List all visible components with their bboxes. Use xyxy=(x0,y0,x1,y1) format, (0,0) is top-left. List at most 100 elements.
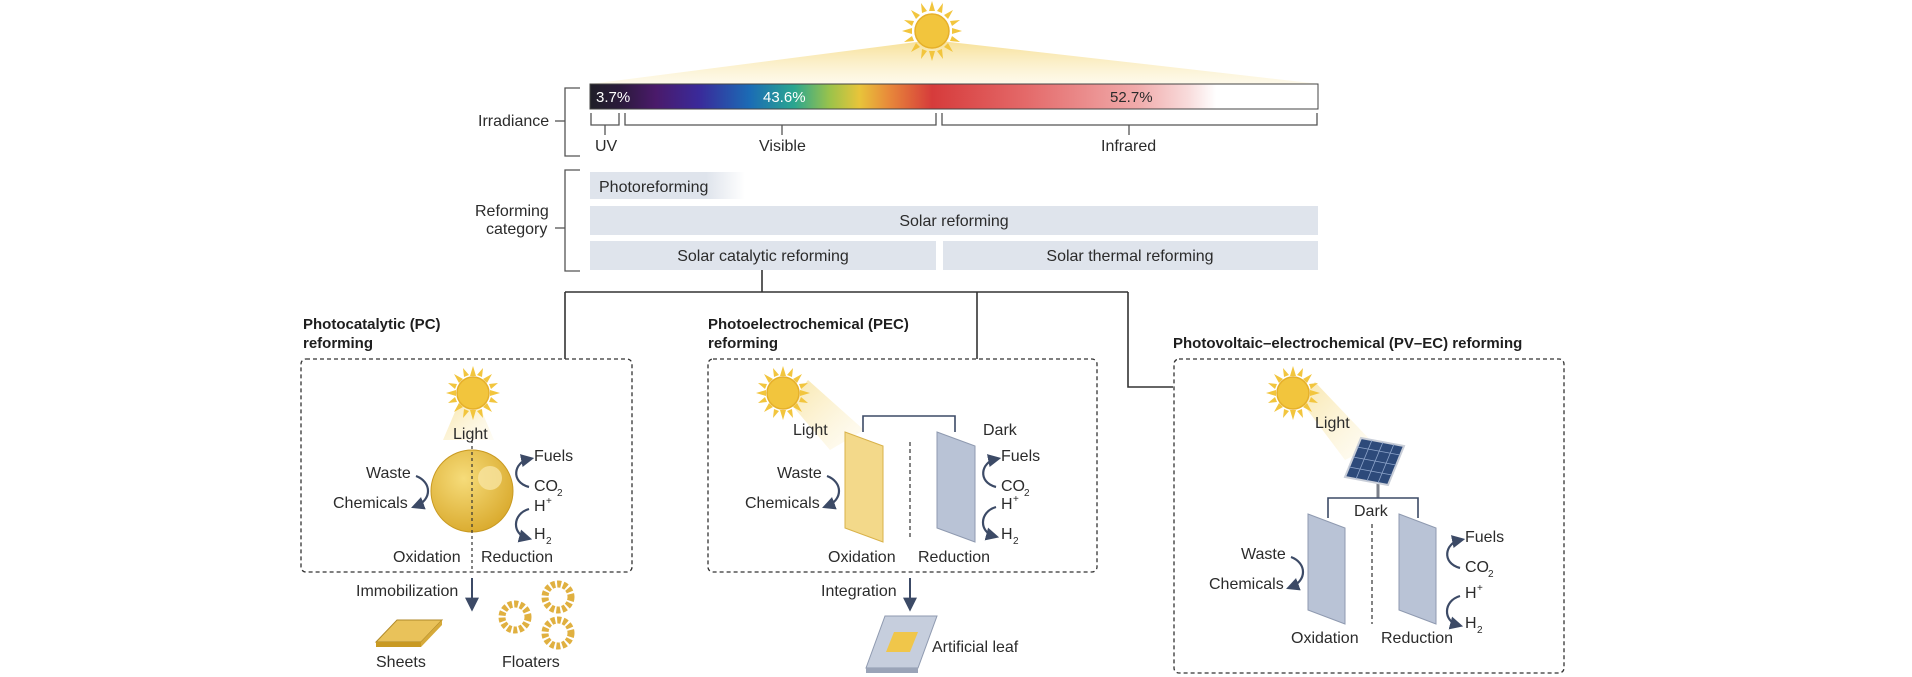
pec-sun-icon xyxy=(756,366,810,420)
pc-h2-sub: 2 xyxy=(546,536,552,547)
pc-h2-label: H xyxy=(534,526,546,543)
pc-co2-sub: 2 xyxy=(557,488,563,499)
pec-artificial-leaf-label: Artificial leaf xyxy=(932,639,1019,656)
pec-title-line1: Photoelectrochemical (PEC) xyxy=(708,316,909,333)
tree-connectors xyxy=(564,270,1173,388)
pc-box xyxy=(300,358,633,573)
pvec-oxidation-label: Oxidation xyxy=(1291,630,1359,647)
pec-wire xyxy=(862,415,956,432)
pvec-oxidation-arrow xyxy=(1286,555,1305,591)
pec-h2-label: H xyxy=(1001,526,1013,543)
pec-hplus-label: H xyxy=(1001,496,1013,513)
pc-h2-arrow xyxy=(514,507,533,543)
pec-h2-sub: 2 xyxy=(1013,536,1019,547)
pc-sheet-icon xyxy=(374,619,444,647)
pc-hplus-label: H xyxy=(534,498,546,515)
pvec-fuels-label: Fuels xyxy=(1465,529,1504,546)
visible-label: Visible xyxy=(759,138,806,155)
infrared-percent: 52.7% xyxy=(1110,89,1153,106)
pec-photoanode xyxy=(844,431,884,543)
pc-sheets-label: Sheets xyxy=(376,654,426,671)
pc-particle-highlight xyxy=(478,466,502,490)
pec-integration-label: Integration xyxy=(821,583,897,600)
solar-thermal-band xyxy=(943,241,1318,270)
pvec-reduction-label: Reduction xyxy=(1381,630,1453,647)
pec-fuels-label: Fuels xyxy=(1001,448,1040,465)
infrared-label: Infrared xyxy=(1101,138,1156,155)
pvec-hplus-label: H xyxy=(1465,585,1477,602)
pvec-wire xyxy=(1327,497,1419,518)
solar-catalytic-label: Solar catalytic reforming xyxy=(677,248,849,265)
pec-co2-arrow xyxy=(982,454,1002,489)
pec-artificial-leaf-icon xyxy=(865,615,938,673)
pvec-dark-label: Dark xyxy=(1354,503,1389,520)
pvec-light-cone xyxy=(1300,382,1375,460)
pc-immobilization-label: Immobilization xyxy=(356,583,458,600)
reforming-category-label-1: Reforming xyxy=(475,203,549,220)
pc-floaters-label: Floaters xyxy=(502,654,560,671)
uv-label: UV xyxy=(595,138,618,155)
pc-floaters-icon xyxy=(498,580,575,650)
pec-hplus-sup: + xyxy=(1013,494,1019,505)
pec-cathode xyxy=(936,431,976,543)
pc-fuels-label: Fuels xyxy=(534,448,573,465)
top-sun-beam xyxy=(590,40,1320,84)
uv-percent: 3.7% xyxy=(596,89,630,106)
pec-co2-label: CO xyxy=(1001,478,1025,495)
pc-title-line2: reforming xyxy=(303,335,373,352)
photoreforming-label: Photoreforming xyxy=(599,179,708,196)
solar-reforming-band xyxy=(590,206,1318,235)
pvec-light-label: Light xyxy=(1315,415,1350,432)
pc-oxidation-arrow xyxy=(411,474,430,510)
pec-chemicals-label: Chemicals xyxy=(745,495,820,512)
photoreforming-band xyxy=(590,172,745,199)
pc-waste-label: Waste xyxy=(366,465,411,482)
reforming-category-label-2: category xyxy=(486,221,547,238)
pc-chemicals-label: Chemicals xyxy=(333,495,408,512)
irradiance-bracket xyxy=(555,87,580,157)
solar-thermal-label: Solar thermal reforming xyxy=(1046,248,1213,265)
pec-oxidation-label: Oxidation xyxy=(828,549,896,566)
pc-co2-arrow xyxy=(515,454,535,489)
pvec-title: Photovoltaic–electrochemical (PV–EC) ref… xyxy=(1173,335,1522,352)
pvec-h2-arrow xyxy=(1445,594,1464,630)
pc-oxidation-label: Oxidation xyxy=(393,549,461,566)
pec-waste-label: Waste xyxy=(777,465,822,482)
pc-co2-label: CO xyxy=(534,478,558,495)
pvec-sun-icon xyxy=(1266,366,1320,420)
pec-light-label: Light xyxy=(793,422,828,439)
pc-hplus-sup: + xyxy=(546,496,552,507)
pvec-co2-arrow xyxy=(1446,535,1466,570)
pvec-h2-label: H xyxy=(1465,615,1477,632)
spectrum-brackets xyxy=(590,113,1318,135)
pvec-cathode xyxy=(1398,513,1437,625)
pec-title-line2: reforming xyxy=(708,335,778,352)
pc-sun-icon xyxy=(446,366,500,420)
pec-h2-arrow xyxy=(981,505,1000,541)
solar-reforming-label: Solar reforming xyxy=(899,213,1008,230)
spectrum-bar xyxy=(589,83,1319,110)
pvec-box xyxy=(1173,358,1565,674)
visible-percent: 43.6% xyxy=(763,89,806,106)
irradiance-label: Irradiance xyxy=(478,113,549,130)
pec-oxidation-arrow xyxy=(822,474,841,510)
pvec-co2-label: CO xyxy=(1465,559,1489,576)
reforming-category-bracket xyxy=(555,169,580,272)
pvec-h2-sub: 2 xyxy=(1477,625,1483,636)
pvec-anode xyxy=(1307,513,1346,625)
top-sun-icon xyxy=(902,1,962,61)
pvec-hplus-sup: + xyxy=(1477,583,1483,594)
pvec-co2-sub: 2 xyxy=(1488,569,1494,580)
pvec-chemicals-label: Chemicals xyxy=(1209,576,1284,593)
pec-dark-label: Dark xyxy=(983,422,1018,439)
pc-light-label: Light xyxy=(453,426,488,443)
pvec-waste-label: Waste xyxy=(1241,546,1286,563)
pc-title-line1: Photocatalytic (PC) xyxy=(303,316,441,333)
solar-catalytic-band xyxy=(590,241,936,270)
pc-reduction-label: Reduction xyxy=(481,549,553,566)
pec-reduction-label: Reduction xyxy=(918,549,990,566)
pec-co2-sub: 2 xyxy=(1024,488,1030,499)
pec-box xyxy=(707,358,1098,573)
pv-panel-icon xyxy=(1343,436,1406,498)
